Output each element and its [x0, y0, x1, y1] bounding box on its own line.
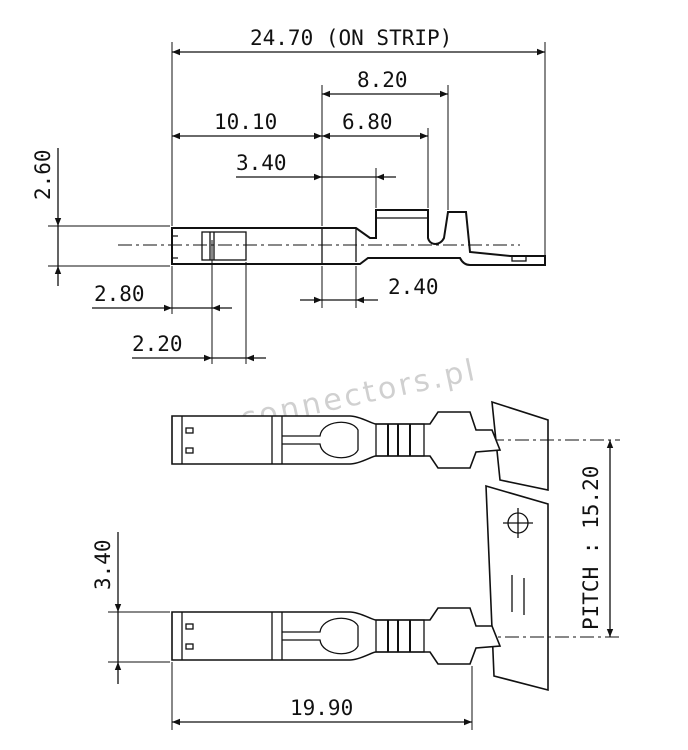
dim-6-80: 6.80: [322, 110, 429, 208]
dim-19-90-label: 19.90: [290, 696, 353, 720]
dim-8-20-label: 8.20: [357, 68, 408, 92]
dim-3-40-top: 3.40: [236, 151, 396, 208]
dim-pitch: PITCH : 15.20: [579, 440, 614, 637]
terminal-lower: [171, 607, 620, 665]
top-view: [171, 400, 620, 692]
dim-2-60-label: 2.60: [31, 149, 55, 200]
dim-2-20: 2.20: [132, 262, 266, 364]
dim-overall: 24.70 (ON STRIP): [171, 26, 546, 256]
dim-8-20: 8.20: [321, 68, 449, 226]
dim-2-80: 2.80: [92, 240, 232, 364]
dim-3-40-left: 3.40: [91, 532, 170, 684]
dim-2-40: 2.40: [300, 266, 439, 308]
dim-10-10-label: 10.10: [214, 110, 277, 134]
dim-3-40-top-label: 3.40: [236, 151, 287, 175]
dim-10-10: 10.10: [172, 110, 322, 140]
dim-3-40-left-label: 3.40: [91, 539, 115, 590]
dim-2-80-label: 2.80: [94, 282, 145, 306]
dim-2-60: 2.60: [31, 148, 170, 286]
dim-2-20-label: 2.20: [132, 332, 183, 356]
side-view: [118, 209, 546, 266]
dim-19-90: 19.90: [171, 662, 473, 730]
dim-6-80-label: 6.80: [342, 110, 393, 134]
dim-overall-label: 24.70 (ON STRIP): [250, 26, 452, 50]
dim-2-40-label: 2.40: [388, 275, 439, 299]
dim-pitch-label: PITCH : 15.20: [579, 466, 603, 630]
terminal-upper: [171, 411, 620, 469]
